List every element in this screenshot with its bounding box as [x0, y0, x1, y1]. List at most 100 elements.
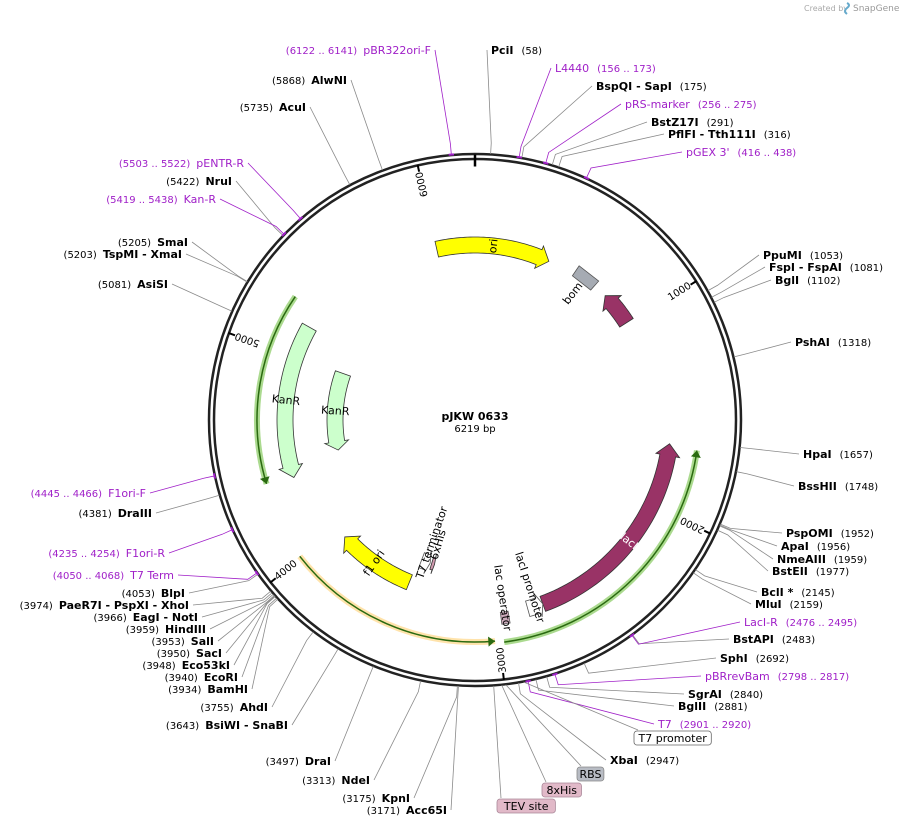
- site-lead-pspomi: [720, 523, 783, 534]
- boxed-label-bg: [541, 782, 582, 798]
- primer-mark-pbrrevbam: [552, 672, 558, 676]
- site-lead-pcii: [486, 49, 492, 154]
- site-label-fspi-fspai[interactable]: FspI - FspAI(1081): [769, 261, 883, 274]
- site-label-acc65i[interactable]: (3171)Acc65I: [367, 804, 447, 817]
- primer-label-prs-marker[interactable]: pRS-marker(256 .. 275): [625, 98, 757, 111]
- site-label-sphi[interactable]: SphI(2692): [720, 652, 789, 665]
- site-label-blpi[interactable]: (4053)BlpI: [122, 587, 185, 600]
- site-label-apai[interactable]: ApaI(1956): [781, 540, 850, 553]
- feature-shape: [539, 443, 681, 612]
- primer-mark-f1ori-r: [230, 526, 235, 533]
- site-lead-ndei: [373, 680, 421, 781]
- primer-lead-prs-marker: [545, 103, 622, 164]
- site-label-bsteii[interactable]: BstEII(1977): [772, 565, 849, 578]
- primer-label-pentr-r[interactable]: (5503 .. 5522)pENTR-R: [119, 157, 244, 170]
- site-label-bgli[interactable]: BglI(1102): [775, 274, 840, 287]
- boxed-label-bg: [633, 730, 712, 746]
- site-label-bsshii[interactable]: BssHII(1748): [798, 480, 878, 493]
- site-label-bspqi-sapi[interactable]: BspQI - SapI(175): [596, 80, 707, 93]
- feature-kanr-2[interactable]: KanR: [321, 370, 352, 451]
- primer-mark-t7: [525, 679, 531, 683]
- primer-lead-pentr-r: [247, 162, 301, 219]
- site-label-smai[interactable]: (5205)SmaI: [118, 236, 188, 249]
- site-label-tspmi-xmai[interactable]: (5203)TspMI - XmaI: [64, 248, 182, 261]
- site-label-nrui[interactable]: (5422)NruI: [166, 175, 232, 188]
- feature-rop[interactable]: rop: [589, 295, 634, 332]
- feature-shape: [602, 295, 634, 328]
- tick-mark-2000: [703, 529, 711, 535]
- primer-label-pgex-3[interactable]: pGEX 3'(416 .. 438): [686, 146, 796, 159]
- feature-shape: [276, 322, 317, 479]
- feature-shape: [571, 265, 600, 291]
- primer-label-kan-r[interactable]: (5419 .. 5438)Kan-R: [106, 193, 216, 206]
- feature-f1-ori[interactable]: f1 ori: [343, 535, 413, 591]
- site-label-bglii[interactable]: BglII(2881): [678, 700, 748, 713]
- site-label-drai[interactable]: (3497)DraI: [266, 755, 331, 768]
- boxed-label-rbs[interactable]: RBS: [576, 766, 605, 782]
- primer-label-f1ori-f[interactable]: (4445 .. 4466)F1ori-F: [31, 487, 146, 500]
- site-label-bstz17i[interactable]: BstZ17I(291): [651, 116, 734, 129]
- primer-lead-t7: [527, 681, 655, 725]
- site-label-pcii[interactable]: PciI(58): [491, 44, 542, 57]
- site-label-ahdi[interactable]: (3755)AhdI: [200, 701, 268, 714]
- site-label-nmeaiii[interactable]: NmeAIII(1959): [777, 553, 867, 566]
- site-lead-bsiwi-snabi: [291, 648, 339, 726]
- feature-ori[interactable]: ori: [434, 236, 550, 270]
- site-label-pflfi-tth111i[interactable]: PflFI - Tth111I(316): [668, 128, 791, 141]
- tick-label-5000: 5000: [234, 330, 262, 349]
- site-label-bcli[interactable]: BclI *(2145): [761, 586, 835, 599]
- site-label-draiii[interactable]: (4381)DraIII: [78, 507, 152, 520]
- boxed-label-text: TEV site: [503, 800, 549, 813]
- feature-bom[interactable]: bom: [560, 265, 600, 307]
- primer-label-pbr322ori-f[interactable]: (6122 .. 6141)pBR322ori-F: [286, 44, 431, 57]
- site-label-hindiii[interactable]: (3959)HindIII: [126, 623, 206, 636]
- site-label-ndei[interactable]: (3313)NdeI: [302, 774, 370, 787]
- boxed-label-text: T7 promoter: [638, 732, 708, 745]
- site-label-sali[interactable]: (3953)SalI: [152, 635, 214, 648]
- boxed-label-tev-site[interactable]: TEV site: [496, 798, 556, 814]
- primer-label-l4440[interactable]: L4440(156 .. 173): [555, 62, 656, 75]
- primer-mark-laci-r: [629, 632, 635, 638]
- site-label-bamhi[interactable]: (3934)BamHI: [168, 683, 248, 696]
- site-label-sgrai[interactable]: SgrAI(2840): [688, 688, 763, 701]
- site-label-paer7i-pspxi-xhoi[interactable]: (3974)PaeR7I - PspXI - XhoI: [20, 599, 189, 612]
- site-label-bsiwi-snabi[interactable]: (3643)BsiWI - SnaBI: [166, 719, 288, 732]
- primer-label-t7[interactable]: T7(2901 .. 2920): [657, 718, 751, 731]
- site-label-ecori[interactable]: (3940)EcoRI: [165, 671, 238, 684]
- tick-label-4000: 4000: [273, 558, 300, 582]
- site-label-hpai[interactable]: HpaI(1657): [803, 448, 873, 461]
- feature-laci-promoter[interactable]: lacI promoter: [512, 550, 547, 625]
- feature-kanr-1[interactable]: KanR: [271, 322, 317, 479]
- site-lead-smai: [191, 241, 248, 282]
- primer-label-pbrrevbam[interactable]: pBRrevBam(2798 .. 2817): [705, 670, 849, 683]
- site-lead-blpi: [188, 573, 258, 594]
- site-label-alwni[interactable]: (5868)AlwNI: [272, 74, 347, 87]
- site-lead-bcli: [695, 569, 758, 593]
- primer-label-f1ori-r[interactable]: (4235 .. 4254)F1ori-R: [48, 547, 165, 560]
- site-label-xbai[interactable]: XbaI(2947): [610, 754, 679, 767]
- site-label-eco53ki[interactable]: (3948)Eco53kI: [142, 659, 230, 672]
- site-label-saci[interactable]: (3950)SacI: [157, 647, 222, 660]
- primer-lead-l4440: [518, 67, 552, 158]
- site-lead-bgli: [713, 279, 772, 303]
- site-label-ppumi[interactable]: PpuMI(1053): [763, 249, 843, 262]
- primer-label-t7-term[interactable]: (4050 .. 4068)T7 Term: [53, 569, 174, 582]
- boxed-label-t7-promoter[interactable]: T7 promoter: [633, 730, 712, 746]
- site-label-acui[interactable]: (5735)AcuI: [240, 101, 306, 114]
- tick-label-3000: 3000: [495, 647, 509, 674]
- site-label-pshai[interactable]: PshAI(1318): [795, 336, 871, 349]
- feature-lac-operator[interactable]: lac operator: [491, 564, 514, 632]
- site-lead-acc65i: [450, 685, 459, 811]
- site-label-bstapi[interactable]: BstAPI(2483): [733, 633, 815, 646]
- site-label-eagi-noti[interactable]: (3966)EagI - NotI: [93, 611, 198, 624]
- site-label-mlui[interactable]: MluI(2159): [755, 598, 823, 611]
- site-label-kpni[interactable]: (3175)KpnI: [342, 792, 410, 805]
- site-label-asisi[interactable]: (5081)AsiSI: [98, 278, 168, 291]
- primer-label-laci-r[interactable]: LacI-R(2476 .. 2495): [744, 616, 857, 629]
- boxed-label-8xhis[interactable]: 8xHis: [541, 782, 582, 798]
- site-label-pspomi[interactable]: PspOMI(1952): [786, 527, 874, 540]
- feature-laci[interactable]: lacI: [539, 443, 681, 612]
- primer-lead-pbrrevbam: [554, 674, 702, 686]
- site-lead-drai: [334, 666, 374, 762]
- site-lead-alwni: [350, 79, 383, 171]
